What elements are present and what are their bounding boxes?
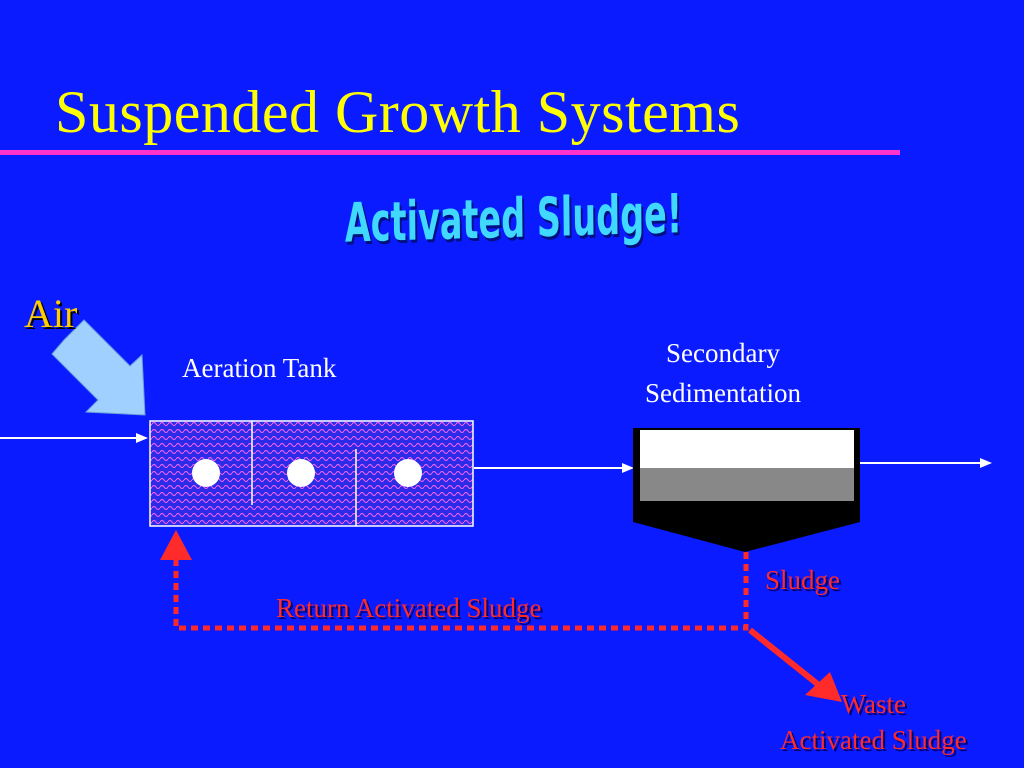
waste-sludge-arrowhead (805, 672, 842, 702)
waste-sludge-line (748, 627, 822, 689)
diffuser-bubble (192, 459, 220, 487)
aeration-tank (149, 420, 474, 527)
secondary-sedimentation-label: Secondary Sedimentation (645, 333, 801, 413)
waste-activated-sludge-label: Waste Activated Sludge (780, 686, 967, 758)
air-arrow (51, 319, 146, 416)
secondary-sedimentation-line1: Secondary (666, 338, 780, 368)
diffuser-bubble (287, 459, 315, 487)
air-label: Air (24, 291, 78, 336)
return-activated-sludge-label: Return Activated Sludge (276, 593, 542, 623)
return-sludge-arrowhead (160, 530, 192, 560)
slide-title: Suspended Growth Systems (55, 79, 741, 145)
title-divider (0, 150, 900, 155)
aeration-tank-label: Aeration Tank (182, 353, 337, 383)
secondary-clarifier (633, 428, 860, 552)
diffuser-bubble (394, 459, 422, 487)
return-sludge-line (173, 552, 749, 631)
waste-activated-sludge-line1: Waste (840, 689, 907, 719)
sludge-label: Sludge (765, 565, 841, 595)
waste-activated-sludge-line2: Activated Sludge (780, 725, 967, 755)
secondary-sedimentation-line2: Sedimentation (645, 378, 801, 408)
